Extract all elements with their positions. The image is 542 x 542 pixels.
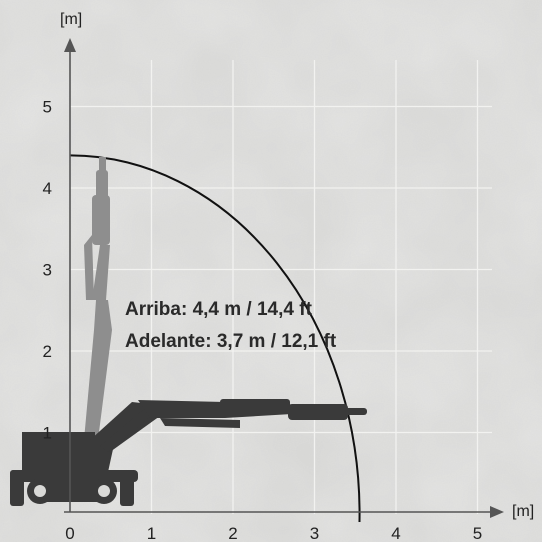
y-tick-label: 1: [43, 424, 52, 443]
reach-up-label: Arriba: 4,4 m / 14,4 ft: [125, 299, 313, 320]
demolition-robot-icon: [10, 399, 367, 506]
reach-forward-label: Adelante: 3,7 m / 12,1 ft: [125, 331, 337, 352]
x-tick-label: 5: [473, 524, 482, 542]
y-tick-label: 4: [43, 179, 52, 198]
y-axis-arrow-icon: [64, 38, 76, 52]
x-tick-label: 0: [65, 524, 74, 542]
y-tick-label: 2: [43, 342, 52, 361]
y-unit-label: [m]: [60, 11, 82, 28]
y-tick-label: 3: [43, 261, 52, 280]
x-tick-label: 1: [147, 524, 156, 542]
y-tick-labels: 1 2 3 4 5: [43, 98, 52, 443]
raised-arm-ghost: [84, 157, 112, 440]
grid: [70, 60, 492, 514]
y-tick-label: 5: [43, 98, 52, 117]
x-tick-label: 3: [310, 524, 319, 542]
x-unit-label: [m]: [512, 503, 534, 520]
x-tick-labels: 0 1 2 3 4 5: [65, 524, 482, 542]
x-axis-arrow-icon: [490, 506, 504, 518]
x-tick-label: 4: [391, 524, 400, 542]
axes: [64, 38, 504, 518]
reach-arc: [69, 154, 361, 523]
x-tick-label: 2: [228, 524, 237, 542]
